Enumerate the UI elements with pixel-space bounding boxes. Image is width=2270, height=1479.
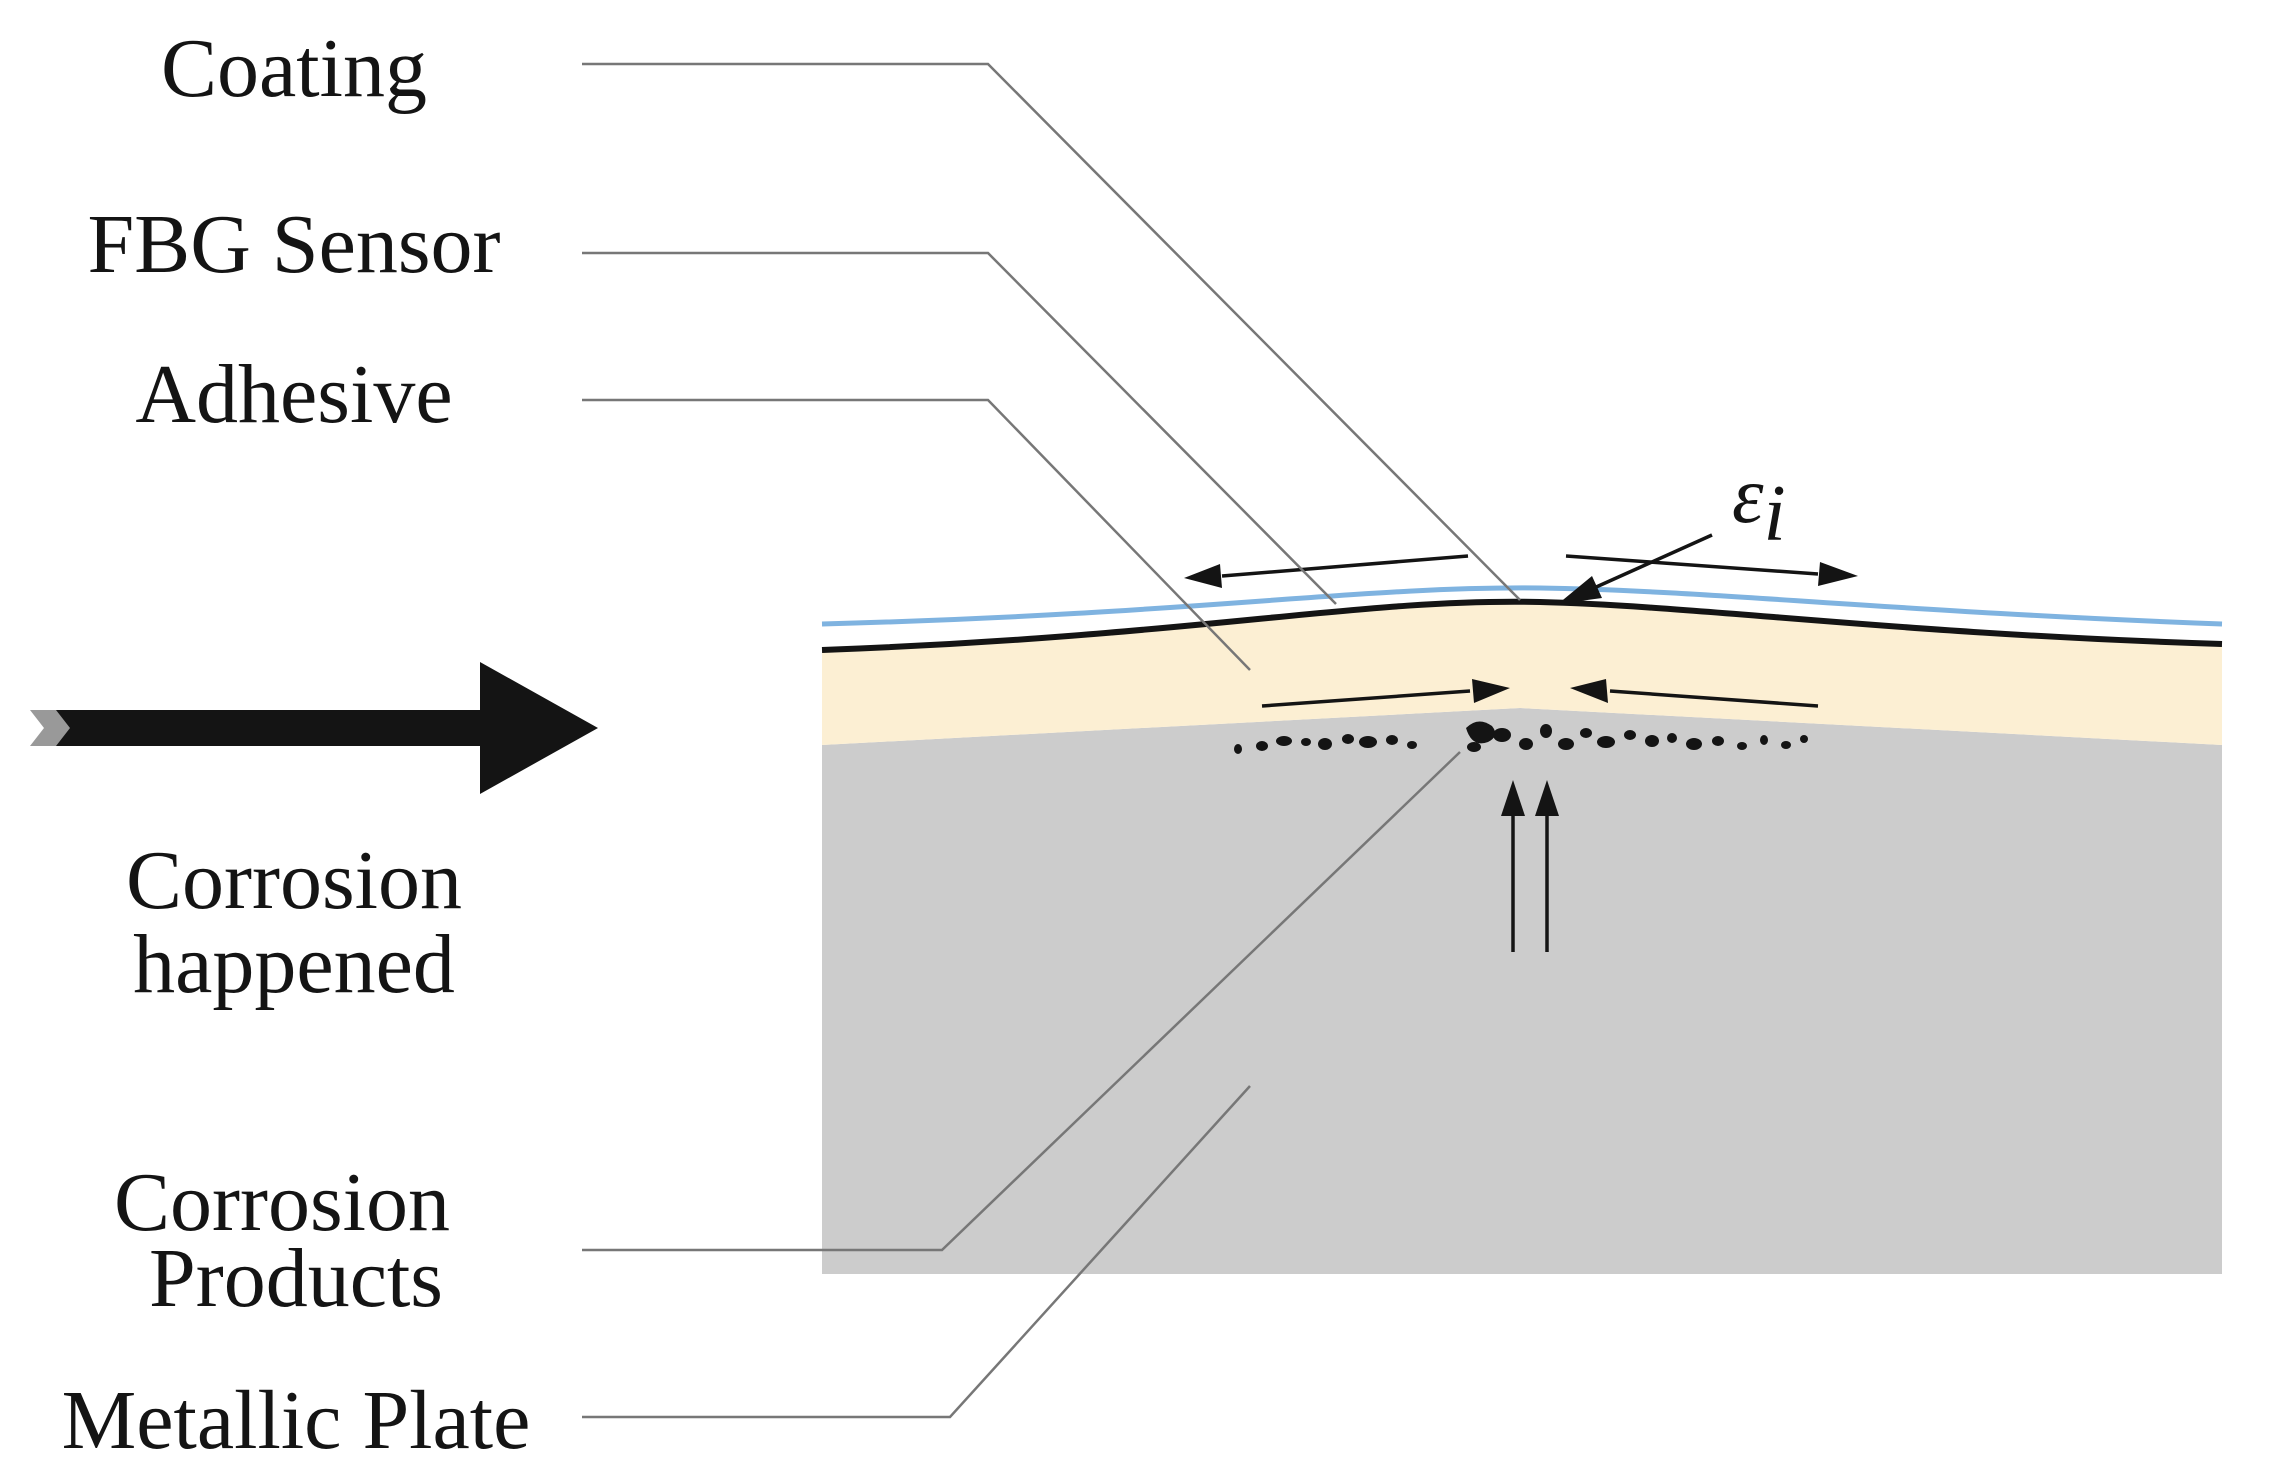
adhesive-layer	[822, 601, 2222, 745]
leader-lines	[582, 62, 1521, 1419]
leader-metallic-plate	[582, 1085, 1251, 1419]
strain-indicator-arrow	[1558, 533, 1713, 604]
label-corrosion-products-2: Products	[149, 1232, 443, 1325]
strain-arrows	[1184, 554, 1858, 588]
metallic-plate	[822, 708, 2222, 1274]
label-adhesive: Adhesive	[135, 348, 452, 441]
label-corrosion-happened-1: Corrosion	[126, 834, 462, 927]
leader-fbg-sensor	[582, 251, 1337, 605]
label-coating: Coating	[161, 22, 427, 115]
label-metallic-plate: Metallic Plate	[62, 1374, 531, 1467]
label-strain: εi	[1732, 452, 1786, 558]
strain-symbol: ε	[1732, 452, 1764, 540]
compression-arrows	[1261, 679, 1819, 708]
leader-adhesive	[582, 398, 1251, 671]
coating-line	[821, 585, 2223, 627]
label-corrosion-products-1: Corrosion	[114, 1156, 450, 1249]
upward-pressure-arrows	[1501, 780, 1559, 952]
corrosion-happened-arrow	[30, 662, 598, 794]
label-fbg-sensor: FBG Sensor	[87, 198, 500, 291]
fbg-sensor-line	[821, 598, 2223, 653]
corrosion-products	[1234, 721, 1808, 754]
leader-coating	[582, 62, 1521, 601]
strain-subscript: i	[1764, 470, 1786, 558]
leader-corrosion-products	[582, 751, 1461, 1252]
label-corrosion-happened-2: happened	[133, 918, 455, 1011]
